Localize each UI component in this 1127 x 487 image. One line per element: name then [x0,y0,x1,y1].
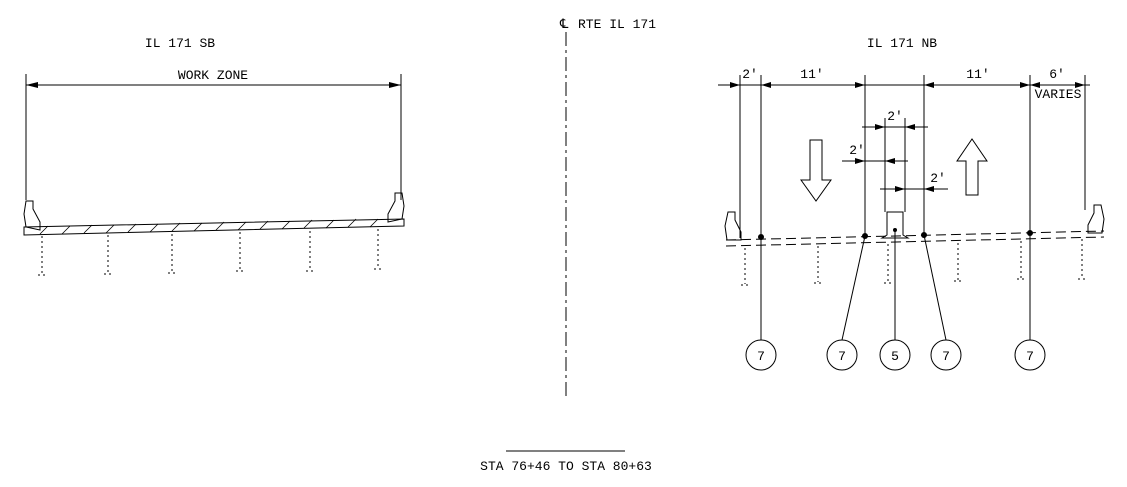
nb-dim-6ft: 6′ [1049,67,1065,82]
svg-text:7: 7 [838,349,846,364]
nb-arrowhead [1030,82,1040,88]
nb-dim-11ft-left: 11′ [800,67,823,82]
callout-bubble: 7 [826,339,858,371]
sb-arrowhead-left [26,82,38,88]
nb-beams [741,239,1086,286]
sb-work-zone-label: WORK ZONE [178,68,248,83]
nb-arrowhead [1020,82,1030,88]
sb-beam [306,231,314,272]
nb-beam [741,248,749,286]
nb-dim-2ft-outer: 2′ [742,67,758,82]
sb-beam [104,235,112,275]
sb-beam [38,236,46,276]
sb-arrowhead-right [389,82,401,88]
svg-text:7: 7 [757,349,765,364]
nb-arrowhead [1075,82,1085,88]
nb-arrowhead [924,82,934,88]
nb-deck-bottom [725,236,1105,247]
nb-deck-top [725,230,1105,241]
centerline-label: RTE IL 171 [578,17,656,32]
nb-arrowhead [885,158,895,164]
nb-dim-2ft-left: 2′ [849,143,865,158]
nb-varies-label: VARIES [1035,87,1082,102]
sb-beams [38,229,382,276]
footer: STA 76+46 TO STA 80+63 [480,450,652,474]
nb-beam [954,243,962,282]
nb-barrier-right [1087,204,1105,234]
centerline-symbol: ℄ [559,17,569,32]
svg-text:7: 7 [942,349,950,364]
nb-arrowhead [905,124,915,130]
sb-deck-slab [23,218,405,236]
nb-arrowhead [730,82,740,88]
callout-leader [841,235,866,341]
sb-beam [168,234,176,274]
svg-text:5: 5 [891,349,899,364]
nb-arrowhead [761,82,771,88]
sb-title: IL 171 SB [145,36,215,51]
nb-beam [884,244,892,284]
sb-barrier-right [387,192,405,223]
centerline-group: ℄ RTE IL 171 [559,17,656,400]
southbound-arrow-icon [800,139,832,202]
callout-bubble: 7 [930,339,962,371]
callout-bubble: 7 [1014,339,1046,371]
callout-bubble: 5 [879,339,911,371]
nb-median-barrier [880,211,910,239]
nb-dim-2ft-top: 2′ [887,109,903,124]
nb-arrowhead [855,82,865,88]
sb-barrier-left [23,200,41,231]
nb-beam [1078,239,1086,280]
svg-text:7: 7 [1026,349,1034,364]
nb-title: IL 171 NB [867,36,937,51]
nb-section: IL 171 NB 2′ 11′ 11′ 6′ VARIES 2′ 2′ [718,36,1105,371]
sb-beam [236,232,244,272]
nb-arrowhead [875,124,885,130]
nb-beam [814,246,822,284]
nb-arrowhead [855,158,865,164]
sb-section: IL 171 SB WORK ZONE [23,36,405,276]
callout-bubble: 7 [745,339,777,371]
sb-beam [374,229,382,270]
sb-deck-hatching [39,218,379,235]
nb-dim-11ft-right: 11′ [966,67,989,82]
station-range: STA 76+46 TO STA 80+63 [480,459,652,474]
nb-arrowhead [924,186,934,192]
nb-dim-2ft-right: 2′ [930,171,946,186]
nb-barrier-left [724,211,742,241]
northbound-arrow-icon [956,138,988,196]
nb-beam [1017,241,1025,280]
callout-leader [923,234,947,341]
nb-arrowhead [895,186,905,192]
